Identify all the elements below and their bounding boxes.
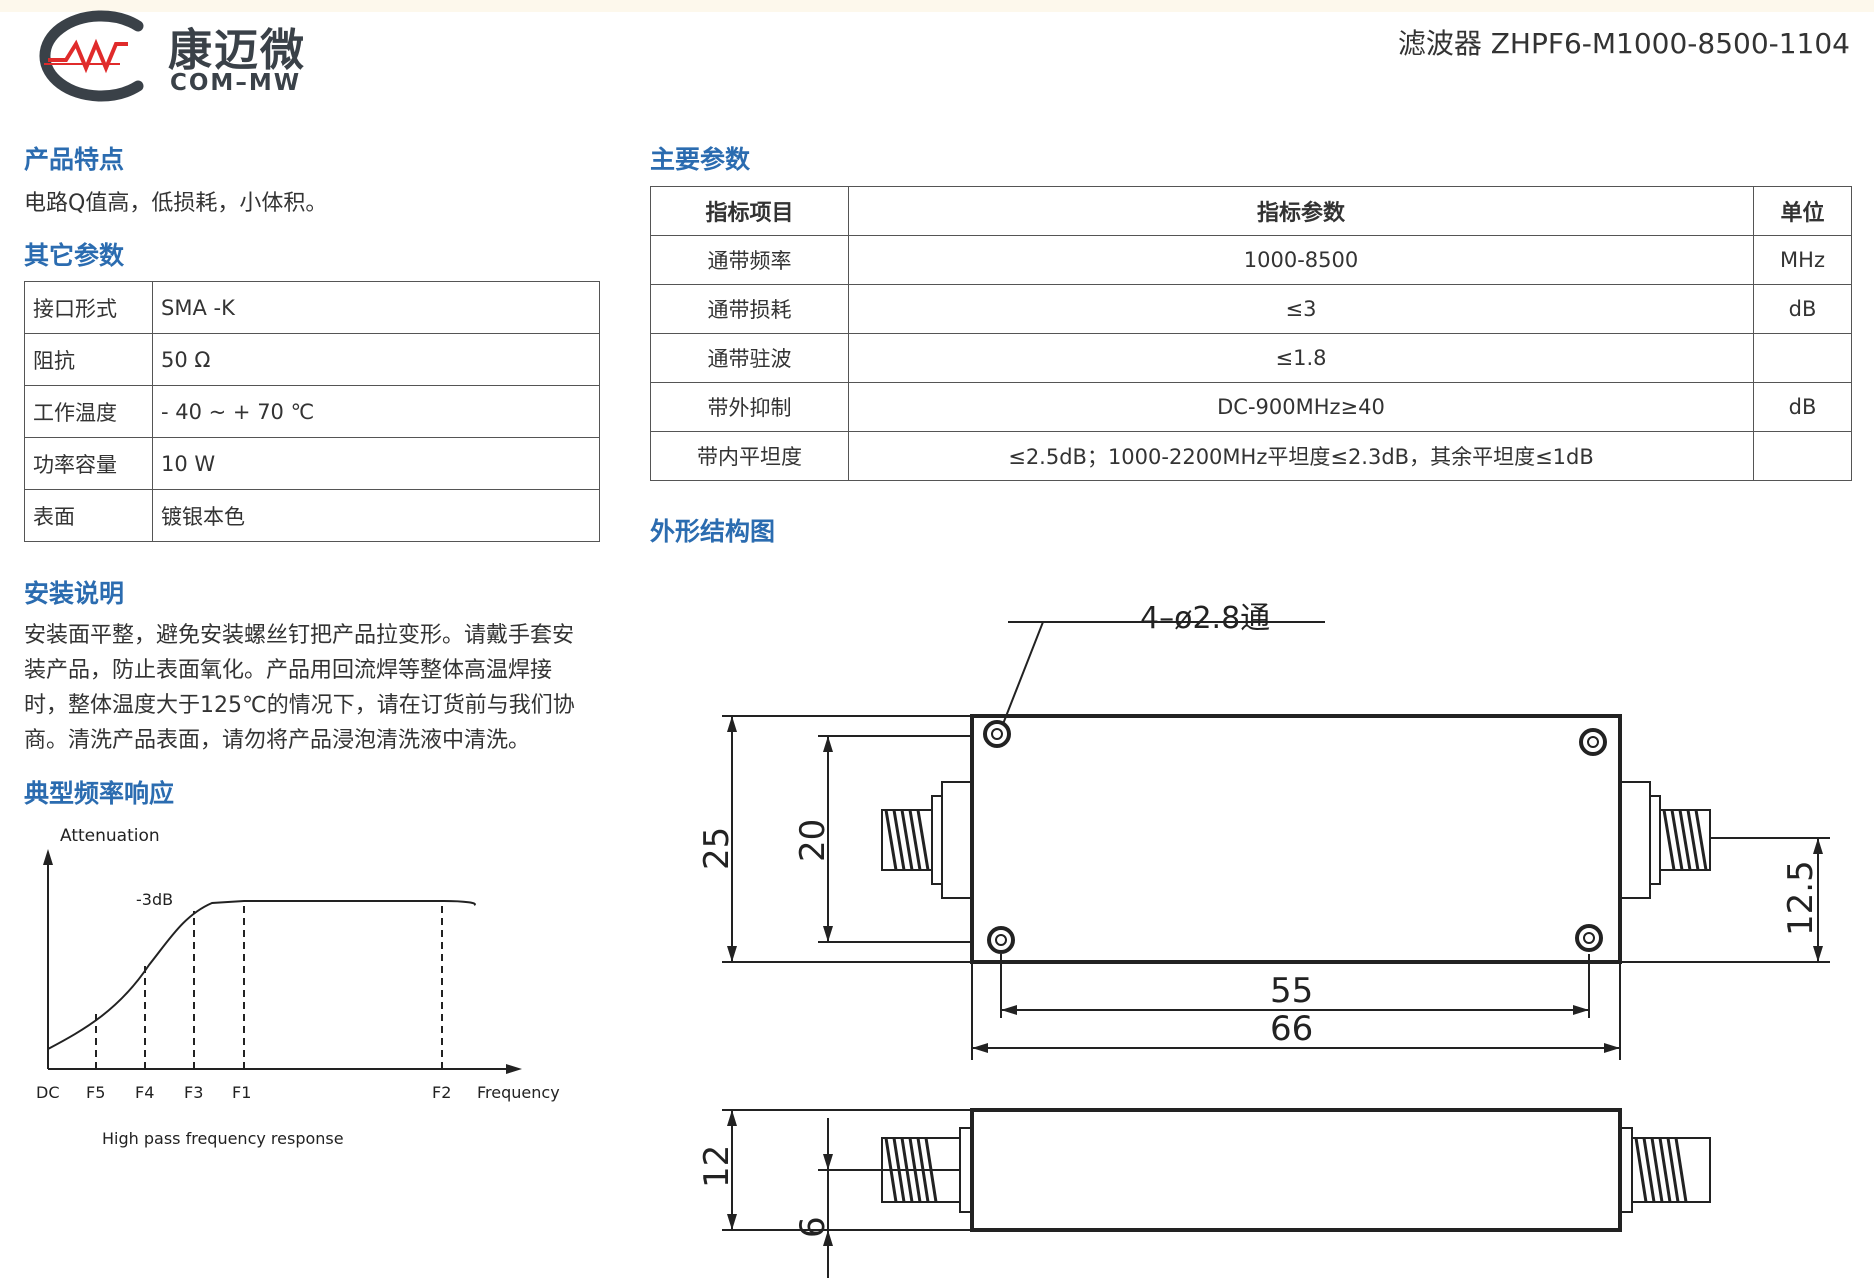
hole-leader-line [1002,621,1045,725]
top-band [0,0,1874,12]
side-view-body [970,1108,1622,1232]
param-value: ≤3 [848,284,1754,334]
table-row: 工作温度 - 40 ~ + 70 ℃ [24,385,600,438]
param-unit: dB [1753,284,1852,334]
dim-label-55: 55 [1270,971,1313,1011]
install-title: 安装说明 [24,579,125,608]
side-right-connector-icon [1634,1137,1688,1203]
dim-label-12: 12 [697,1145,737,1188]
param-value: SMA -K [152,281,600,334]
x-axis-label: Frequency [477,1083,560,1102]
freq-response-figure: Attenuation -3dB DC F5 F4 F3 F1 F2 Frequ… [36,826,560,1148]
figure-caption: High pass frequency response [102,1129,344,1148]
param-label: 功率容量 [24,437,153,490]
table-row: 通带驻波 ≤1.8 [650,333,1852,383]
features-title: 产品特点 [24,145,125,174]
dim-label-12-5: 12.5 [1781,860,1821,936]
document-title: 滤波器 ZHPF6-M1000-8500-1104 [1397,27,1850,60]
table-row: 带外抑制 DC-900MHz≥40 dB [650,382,1852,432]
main-params-table: 指标项目 指标参数 单位 通带频率 1000-8500 MHz 通带损耗 ≤3 … [650,186,1852,481]
param-value: 1000-8500 [848,235,1754,285]
dim-label-25: 25 [697,827,737,870]
install-line: 装产品，防止表面氧化。产品用回流焊等整体高温焊接 [24,658,553,683]
other-params-title: 其它参数 [24,241,125,270]
minus-3db-label: -3dB [136,890,173,909]
table-row: 表面 镀银本色 [24,489,600,542]
left-sma-connector-icon [881,781,973,899]
brand-name-en: COM–MW [170,70,302,96]
column-header: 指标项目 [650,186,849,236]
table-row: 接口形式 SMA -K [24,281,600,334]
param-value: ≤1.8 [848,333,1754,383]
param-unit [1753,333,1852,383]
features-text: 电路Q值高，低损耗，小体积。 [24,191,328,216]
param-value: DC-900MHz≥40 [848,382,1754,432]
response-curve [47,900,476,1050]
param-item: 带内平坦度 [650,431,849,481]
tick-label: F5 [86,1083,105,1102]
hole-note-label: 4–ø2.8通 [1140,601,1270,636]
x-axis-arrow-icon [506,1064,522,1074]
param-value: ≤2.5dB；1000-2200MHz平坦度≤2.3dB，其余平坦度≤1dB [848,431,1754,481]
param-item: 带外抑制 [650,382,849,432]
param-value: 10 W [152,437,600,490]
table-header-row: 指标项目 指标参数 单位 [650,186,1852,236]
param-label: 表面 [24,489,153,542]
y-axis-arrow-icon [43,849,53,865]
outline-drawing: 4–ø2.8通 25 20 12.5 55 66 12 6 [697,601,1830,1278]
main-params-title: 主要参数 [650,145,751,174]
install-line: 安装面平整，避免安装螺丝钉把产品拉变形。请戴手套安 [24,623,575,648]
tick-label: F2 [432,1083,451,1102]
dim-label-66: 66 [1270,1009,1313,1049]
tick-label: DC [36,1083,60,1102]
dim-label-6: 6 [793,1216,833,1238]
param-item: 通带驻波 [650,333,849,383]
mount-hole-icon [1575,924,1603,952]
param-unit: MHz [1753,235,1852,285]
column-header: 单位 [1753,186,1852,236]
column-header: 指标参数 [848,186,1754,236]
mount-hole-icon [983,720,1011,748]
param-label: 工作温度 [24,385,153,438]
table-row: 带内平坦度 ≤2.5dB；1000-2200MHz平坦度≤2.3dB，其余平坦度… [650,431,1852,481]
freq-response-title: 典型频率响应 [24,779,175,808]
param-value: 镀银本色 [152,489,600,542]
table-row: 通带损耗 ≤3 dB [650,284,1852,334]
tick-label: F4 [135,1083,154,1102]
other-params-table: 接口形式 SMA -K 阻抗 50 Ω 工作温度 - 40 ~ + 70 ℃ 功… [24,281,600,542]
param-item: 通带频率 [650,235,849,285]
y-axis-label: Attenuation [60,826,160,846]
tick-label: F1 [232,1083,251,1102]
outline-title: 外形结构图 [650,517,776,546]
table-row: 通带频率 1000-8500 MHz [650,235,1852,285]
param-value: 50 Ω [152,333,600,386]
dim-label-20: 20 [793,819,833,862]
table-row: 功率容量 10 W [24,437,600,490]
param-label: 阻抗 [24,333,153,386]
top-view-body [970,714,1622,964]
param-unit: dB [1753,382,1852,432]
install-line: 时，整体温度大于125℃的情况下，请在订货前与我们协 [24,693,575,718]
mount-hole-icon [1579,728,1607,756]
mount-hole-icon [987,926,1015,954]
right-sma-connector-icon [1619,781,1711,899]
brand-name-cn: 康迈微 [168,25,306,76]
param-unit [1753,431,1852,481]
company-logo-icon [39,10,144,102]
param-value: - 40 ~ + 70 ℃ [152,385,600,438]
table-row: 阻抗 50 Ω [24,333,600,386]
tick-label: F3 [184,1083,203,1102]
install-line: 商。清洗产品表面，请勿将产品浸泡清洗液中清洗。 [24,728,531,753]
param-label: 接口形式 [24,281,153,334]
param-item: 通带损耗 [650,284,849,334]
